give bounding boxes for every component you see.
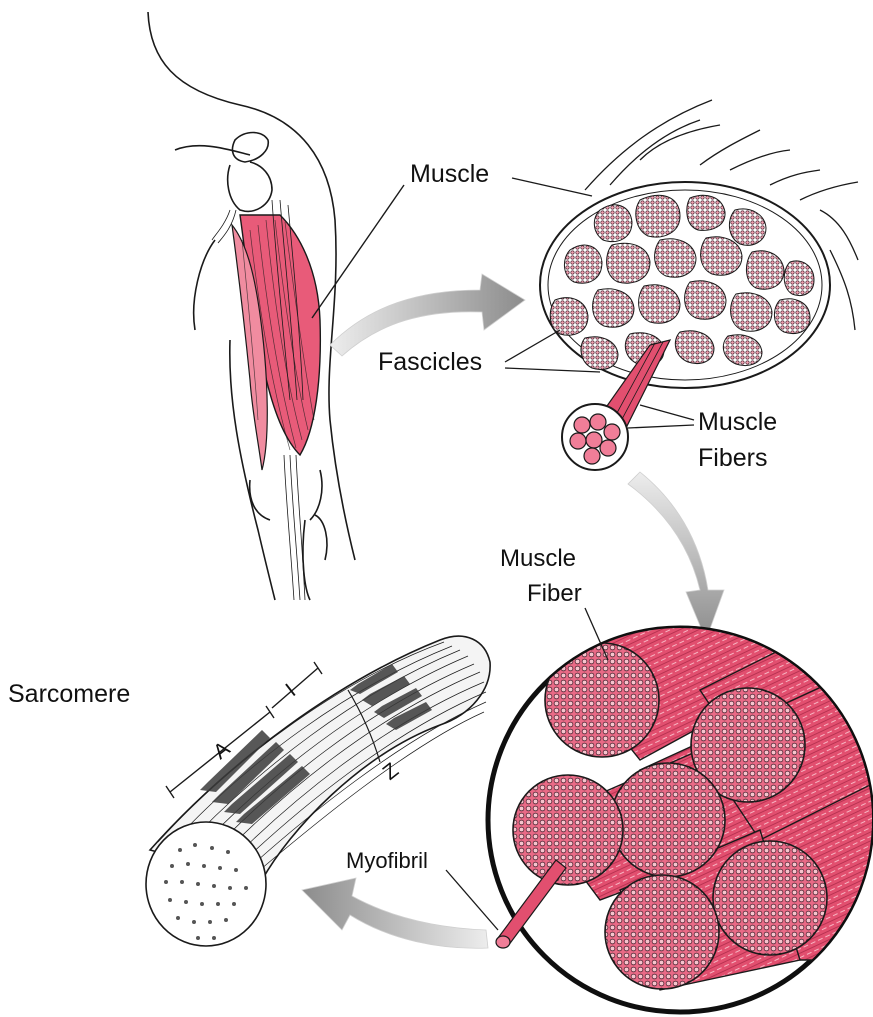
muscle-fiber-detail [488,560,873,1012]
label-muscle-fibers-line1: Muscle [698,408,777,436]
arrow-fiber-to-sarcomere [302,878,488,948]
leader-muscle-fibers-b [628,425,694,428]
arrow-arm-to-section [330,274,525,356]
arrow-section-to-fiber [628,472,724,640]
label-muscle-fiber-line2: Fiber [527,580,582,607]
myofibril-end [496,936,510,948]
arm-illustration [148,12,355,600]
label-line-z: Z [379,759,403,785]
leader-fascicles-a [505,330,560,362]
label-muscle: Muscle [410,160,489,188]
leader-myofibril [446,870,498,930]
label-fascicles: Fascicles [378,348,482,376]
leader-muscle-to-section [512,178,592,196]
label-myofibril: Myofibril [346,848,428,873]
leader-fascicles-b [505,368,600,372]
label-sarcomere: Sarcomere [8,680,130,708]
leader-muscle-fibers-a [640,405,694,420]
label-band-a: A [209,737,234,764]
myofibril-cut-end [146,822,266,946]
label-muscle-fiber-line1: Muscle [500,545,576,572]
label-muscle-fibers-line2: Fibers [698,444,767,472]
leader-muscle-to-arm [312,185,404,318]
